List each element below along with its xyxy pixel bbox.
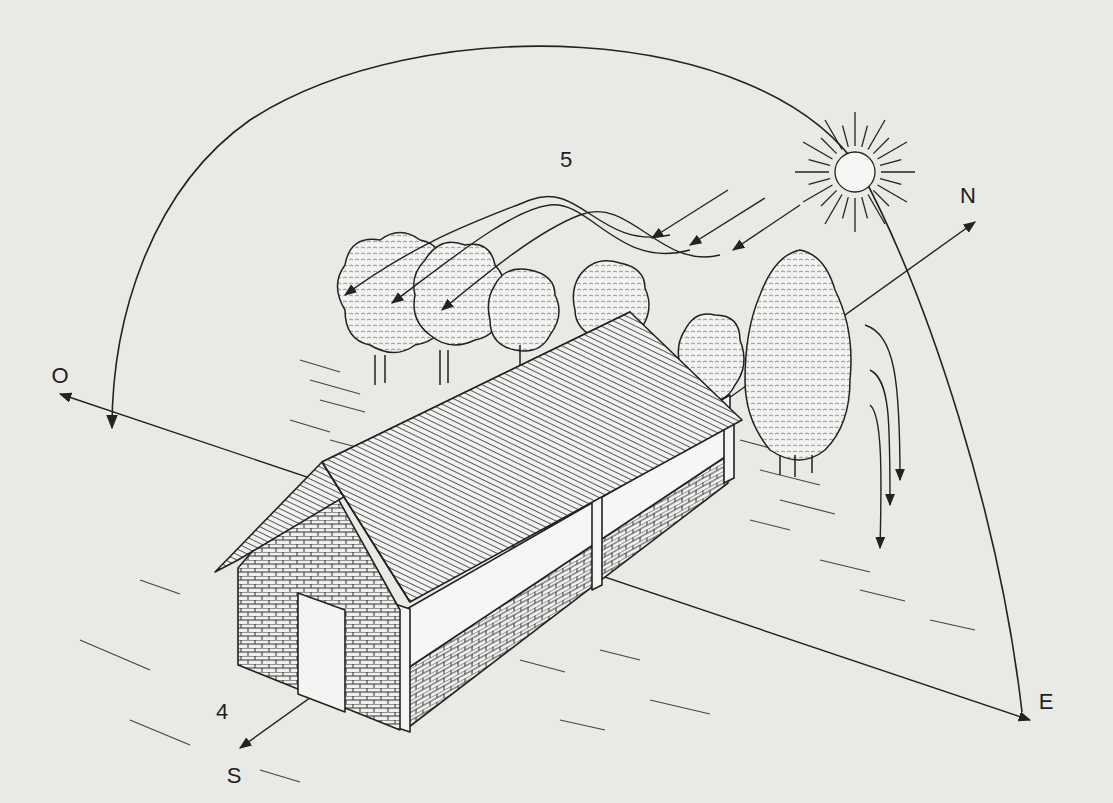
- sun-ray: [821, 190, 837, 206]
- sun-ray: [873, 190, 889, 206]
- sun-ray: [862, 126, 868, 147]
- sun-ray: [843, 126, 849, 147]
- sun-ray: [881, 171, 915, 172]
- sun-ray: [854, 198, 855, 232]
- sun-ray: [878, 142, 907, 159]
- callout-number: 5: [560, 149, 572, 171]
- sun-ray: [880, 179, 901, 185]
- sun-ray: [803, 185, 832, 202]
- compass-label: E: [1039, 691, 1054, 713]
- compass-label: O: [51, 365, 68, 387]
- compass-label: N: [960, 185, 976, 207]
- sun-ray: [809, 179, 830, 185]
- sun-ray: [862, 197, 868, 218]
- sun-ray: [795, 171, 829, 172]
- sun-ray: [854, 112, 855, 146]
- sun-ray: [821, 138, 837, 154]
- callout-number: 4: [216, 701, 228, 723]
- sun-ray: [873, 138, 889, 154]
- compass-label: S: [227, 765, 242, 787]
- sun-ray: [825, 120, 842, 149]
- sun-ray: [880, 160, 901, 166]
- sun-ray: [843, 197, 849, 218]
- sun-ray: [809, 160, 830, 166]
- sun-ray: [868, 195, 885, 224]
